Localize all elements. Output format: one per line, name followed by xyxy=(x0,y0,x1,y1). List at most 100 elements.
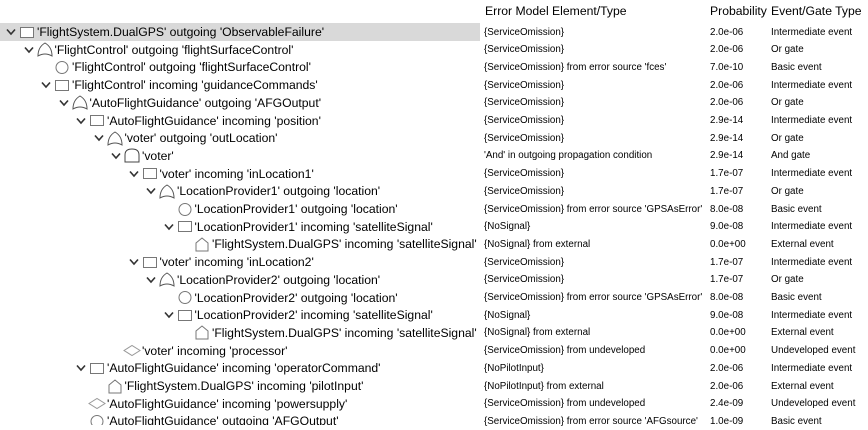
chevron-down-icon[interactable] xyxy=(74,117,88,125)
tree-row-label: 'LocationProvider1' incoming 'satelliteS… xyxy=(194,219,433,234)
cell-probability: 1.7e-07 xyxy=(710,274,744,286)
cell-element: {ServiceOmission} xyxy=(484,185,565,197)
cell-event-type: Intermediate event xyxy=(771,221,853,233)
column-header-type[interactable]: Event/Gate Type xyxy=(771,4,862,18)
tree-row[interactable]: 'FlightSystem.DualGPS' incoming 'pilotIn… xyxy=(0,377,480,395)
tree-row-label: 'LocationProvider1' outgoing 'location' xyxy=(177,184,381,199)
cell-probability: 1.0e-09 xyxy=(710,415,744,427)
cell-event-type: Undeveloped event xyxy=(771,398,856,410)
cell-probability: 0.0e+00 xyxy=(710,345,746,357)
intermediate-event-icon xyxy=(88,360,106,376)
tree-row-label: 'FlightSystem.DualGPS' incoming 'satelli… xyxy=(212,237,477,252)
cell-element: {NoPilotInput} from external xyxy=(484,380,604,392)
basic-event-icon xyxy=(176,290,194,306)
fault-tree: 'FlightSystem.DualGPS' outgoing 'Observa… xyxy=(0,23,480,425)
tree-row[interactable]: 'LocationProvider2' outgoing 'location' xyxy=(0,270,480,289)
cell-probability: 8.0e-08 xyxy=(710,292,744,303)
tree-row[interactable]: 'LocationProvider2' incoming 'satelliteS… xyxy=(0,306,480,325)
cell-event-type: Intermediate event xyxy=(771,79,853,91)
tree-row[interactable]: 'voter' incoming 'inLocation2' xyxy=(0,253,480,272)
tree-row[interactable]: 'FlightControl' incoming 'guidanceComman… xyxy=(0,76,480,95)
undeveloped-event-icon xyxy=(123,343,141,359)
tree-row-label: 'LocationProvider2' incoming 'satelliteS… xyxy=(194,308,433,323)
tree-row[interactable]: 'LocationProvider1' outgoing 'location' xyxy=(0,200,480,218)
cell-probability: 0.0e+00 xyxy=(710,327,746,339)
tree-row[interactable]: 'voter' incoming 'inLocation1' xyxy=(0,164,480,183)
cell-probability: 2.0e-06 xyxy=(710,362,744,374)
chevron-down-icon[interactable] xyxy=(39,81,53,89)
chevron-down-icon[interactable] xyxy=(4,28,18,36)
chevron-down-icon[interactable] xyxy=(57,99,71,107)
tree-row-label: 'AutoFlightGuidance' outgoing 'AFGOutput… xyxy=(107,414,339,425)
tree-row[interactable]: 'AutoFlightGuidance' outgoing 'AFGOutput… xyxy=(0,93,480,112)
chevron-down-icon[interactable] xyxy=(127,170,141,178)
chevron-down-icon[interactable] xyxy=(22,46,36,54)
cell-probability: 7.0e-10 xyxy=(710,61,744,73)
cell-element: {ServiceOmission} xyxy=(484,26,565,38)
tree-row[interactable]: 'AutoFlightGuidance' incoming 'position' xyxy=(0,111,480,130)
cell-event-type: External event xyxy=(771,380,834,392)
tree-row[interactable]: 'voter' outgoing 'outLocation' xyxy=(0,129,480,148)
chevron-down-icon[interactable] xyxy=(162,223,176,231)
chevron-down-icon[interactable] xyxy=(144,187,158,195)
cell-event-type: Basic event xyxy=(771,203,822,215)
tree-row[interactable]: 'FlightSystem.DualGPS' incoming 'satelli… xyxy=(0,235,480,254)
chevron-down-icon[interactable] xyxy=(74,364,88,372)
cell-element: {ServiceOmission} xyxy=(484,132,565,144)
undeveloped-event-icon xyxy=(88,396,106,412)
cell-probability: 2.9e-14 xyxy=(710,115,744,126)
tree-row-label: 'AutoFlightGuidance' outgoing 'AFGOutput… xyxy=(89,95,322,110)
cell-event-type: Or gate xyxy=(771,44,804,56)
cell-element: {ServiceOmission} xyxy=(484,44,565,56)
tree-row[interactable]: 'LocationProvider1' incoming 'satelliteS… xyxy=(0,217,480,236)
tree-row[interactable]: 'LocationProvider2' outgoing 'location' xyxy=(0,288,480,307)
cell-element: {ServiceOmission} from error source 'AFG… xyxy=(484,415,698,427)
cell-probability: 2.9e-14 xyxy=(710,150,744,162)
cell-element: {ServiceOmission} from error source 'fce… xyxy=(484,61,667,73)
chevron-down-icon[interactable] xyxy=(92,134,106,142)
chevron-down-icon[interactable] xyxy=(127,258,141,266)
cell-element: {ServiceOmission} from error source 'GPS… xyxy=(484,203,703,215)
cell-element: {ServiceOmission} xyxy=(484,115,565,126)
external-event-icon xyxy=(106,378,124,394)
cell-event-type: Intermediate event xyxy=(771,168,853,180)
tree-row[interactable]: 'voter' incoming 'processor' xyxy=(0,341,480,360)
cell-event-type: Intermediate event xyxy=(771,115,853,126)
tree-row[interactable]: 'FlightControl' outgoing 'flightSurfaceC… xyxy=(0,58,480,77)
tree-row[interactable]: 'AutoFlightGuidance' outgoing 'AFGOutput… xyxy=(0,412,480,425)
tree-row-label: 'FlightControl' incoming 'guidanceComman… xyxy=(72,78,318,93)
cell-element: {ServiceOmission} xyxy=(484,274,565,286)
tree-row-label: 'voter' incoming 'inLocation1' xyxy=(159,166,314,181)
chevron-down-icon[interactable] xyxy=(109,152,123,160)
cell-probability: 1.7e-07 xyxy=(710,185,744,197)
cell-element: {ServiceOmission} from error source 'GPS… xyxy=(484,292,703,303)
cell-probability: 2.0e-06 xyxy=(710,79,744,91)
tree-row[interactable]: 'FlightSystem.DualGPS' outgoing 'Observa… xyxy=(0,23,480,41)
cell-element: {ServiceOmission} from undeveloped xyxy=(484,398,646,410)
chevron-down-icon[interactable] xyxy=(162,311,176,319)
cell-element: {NoPilotInput} xyxy=(484,362,544,374)
tree-row[interactable]: 'FlightControl' outgoing 'flightSurfaceC… xyxy=(0,40,480,59)
column-header-element[interactable]: Error Model Element/Type xyxy=(485,4,627,18)
chevron-down-icon[interactable] xyxy=(144,276,158,284)
basic-event-icon xyxy=(53,59,71,75)
tree-row[interactable]: 'FlightSystem.DualGPS' incoming 'satelli… xyxy=(0,323,480,342)
tree-row[interactable]: 'AutoFlightGuidance' incoming 'operatorC… xyxy=(0,359,480,378)
cell-probability: 9.0e-08 xyxy=(710,309,744,321)
intermediate-event-icon xyxy=(18,24,36,40)
tree-row[interactable]: 'AutoFlightGuidance' incoming 'powersupp… xyxy=(0,394,480,413)
tree-row[interactable]: 'LocationProvider1' outgoing 'location' xyxy=(0,182,480,201)
cell-element: {ServiceOmission} xyxy=(484,97,565,109)
cell-event-type: Basic event xyxy=(771,415,822,427)
cell-probability: 2.9e-14 xyxy=(710,132,744,144)
tree-row-label: 'voter' incoming 'processor' xyxy=(142,343,288,358)
tree-row[interactable]: 'voter' xyxy=(0,146,480,165)
cell-element: {NoSignal} xyxy=(484,309,531,321)
or-gate-icon xyxy=(36,42,54,58)
cell-event-type: External event xyxy=(771,327,834,339)
basic-event-icon xyxy=(88,413,106,425)
column-header-probability[interactable]: Probability xyxy=(710,4,767,18)
cell-element: {NoSignal} from external xyxy=(484,238,591,250)
tree-row-label: 'FlightSystem.DualGPS' outgoing 'Observa… xyxy=(37,25,325,39)
cell-event-type: Basic event xyxy=(771,292,822,303)
